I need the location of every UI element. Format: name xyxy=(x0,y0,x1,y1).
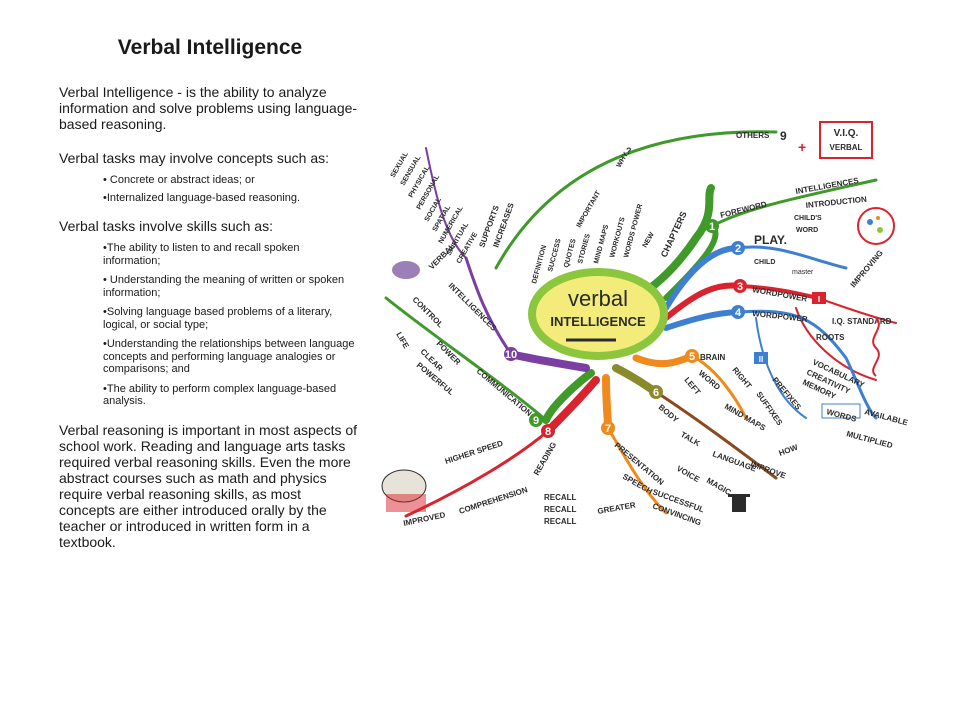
higher-speed-label: HIGHER SPEED xyxy=(444,439,504,466)
branch-number: 8 xyxy=(545,426,551,438)
magic-label: MAGIC xyxy=(705,476,733,497)
nine-label: 9 xyxy=(780,129,787,143)
center-subtitle: INTELLIGENCE xyxy=(550,314,646,329)
branch-number: 3 xyxy=(737,281,743,293)
life-label: LIFE xyxy=(394,331,411,351)
skill-item: •Solving language based problems of a li… xyxy=(103,306,333,331)
concepts-heading: Verbal tasks may involve concepts such a… xyxy=(59,150,330,166)
branch-number: 5 xyxy=(689,351,695,363)
left-label: LEFT xyxy=(682,376,702,397)
new-label: NEW xyxy=(642,231,656,249)
roman-one-label: I xyxy=(818,295,820,304)
improving-label: IMPROVING xyxy=(849,248,885,289)
childs-label: CHILD'S xyxy=(794,215,822,222)
body-text: Verbal Intelligence - is the ability to … xyxy=(59,84,359,564)
slide-title: Verbal Intelligence xyxy=(117,36,303,59)
how-label: HOW xyxy=(778,443,800,458)
branch-number: 7 xyxy=(605,423,611,435)
prefixes-label: PREFIXES xyxy=(770,376,803,413)
concepts-list: • Concrete or abstract ideas; or •Intern… xyxy=(59,174,359,204)
multiplied-label: MULTIPLIED xyxy=(845,429,893,450)
skills-list: •The ability to listen to and recall spo… xyxy=(59,242,359,408)
master-label: master xyxy=(792,269,814,276)
wordpower-one-label: WORDPOWER xyxy=(752,285,808,304)
introduction-label: INTRODUCTION xyxy=(805,195,867,210)
words-label: WORDS xyxy=(825,407,858,424)
recall-label-2: RECALL xyxy=(544,505,577,514)
branch-number: 1 xyxy=(709,221,715,233)
roman-two-label: II xyxy=(759,355,763,364)
mind-map-image: verbal INTELLIGENCE 1 2 3 4 5 6 7 8 9 10… xyxy=(381,121,910,528)
concept-item: •Internalized language-based reasoning. xyxy=(103,191,301,204)
recall-label-3: RECALL xyxy=(544,517,577,526)
branch-number: 6 xyxy=(653,387,659,399)
child-label: CHILD xyxy=(754,259,775,266)
skill-item: • Understanding the meaning of written o… xyxy=(103,274,345,299)
others-label: OTHERS xyxy=(736,131,770,140)
viq-label: V.I.Q. xyxy=(834,128,859,139)
wordpower-two-label: WORDPOWER xyxy=(752,309,808,324)
roots-label: ROOTS xyxy=(816,333,845,342)
word-label: WORD xyxy=(796,227,818,234)
chapters-fan-item: SUCCESS xyxy=(547,238,563,273)
branch-number: 4 xyxy=(735,307,742,319)
chapters-fan-item: DEFINITION xyxy=(531,244,548,284)
branch-number: 10 xyxy=(505,349,517,361)
skill-item: •Understanding the relationships between… xyxy=(103,338,355,375)
skill-item: •The ability to perform complex language… xyxy=(103,382,337,408)
plus-label: + xyxy=(798,139,806,155)
voice-label: VOICE xyxy=(675,464,702,485)
concept-item: • Concrete or abstract ideas; or xyxy=(103,174,255,186)
intelligences-top-label: INTELLIGENCES xyxy=(795,176,860,196)
skills-heading: Verbal tasks involve skills such as: xyxy=(59,218,273,234)
chapters-fan-item: IMPORTANT xyxy=(576,189,603,229)
closing-paragraph: Verbal reasoning is important in most as… xyxy=(59,421,358,550)
chapters-fan-item: STORIES xyxy=(577,233,592,265)
foreword-label: FOREWORD xyxy=(719,200,768,220)
chapters-fan-item: MIND MAPS xyxy=(593,224,610,265)
skill-item: •The ability to listen to and recall spo… xyxy=(103,242,300,267)
branch-number: 9 xyxy=(533,415,539,427)
communication-label: COMMUNICATION xyxy=(475,367,534,419)
branch-number: 2 xyxy=(735,243,741,255)
reading-label: READING xyxy=(532,441,558,477)
chapters-fan-item: QUOTES xyxy=(563,238,577,269)
control-label: CONTROL xyxy=(411,295,445,329)
talk-label: TALK xyxy=(679,430,702,448)
available-label: AVAILABLE xyxy=(863,407,909,427)
intelligences-left-label: INTELLIGENCES xyxy=(447,281,499,333)
right-label: RIGHT xyxy=(730,366,753,391)
chapters-fan-item: WORDS POWER xyxy=(623,203,644,258)
center-word: verbal xyxy=(568,286,628,311)
iq-standard-label: I.Q. STANDARD xyxy=(832,317,892,326)
intro-paragraph: Verbal Intelligence - is the ability to … xyxy=(59,84,358,132)
question-label: ? xyxy=(626,146,632,156)
recall-label-1: RECALL xyxy=(544,493,577,502)
verbal-book-label: VERBAL xyxy=(830,143,863,152)
comprehension-label: COMPREHENSION xyxy=(458,485,529,516)
play-label: PLAY. xyxy=(754,233,787,247)
mind-maps-five-label: MIND MAPS xyxy=(723,402,768,433)
greater-label: GREATER xyxy=(597,500,637,516)
brain-label: BRAIN xyxy=(700,353,726,362)
